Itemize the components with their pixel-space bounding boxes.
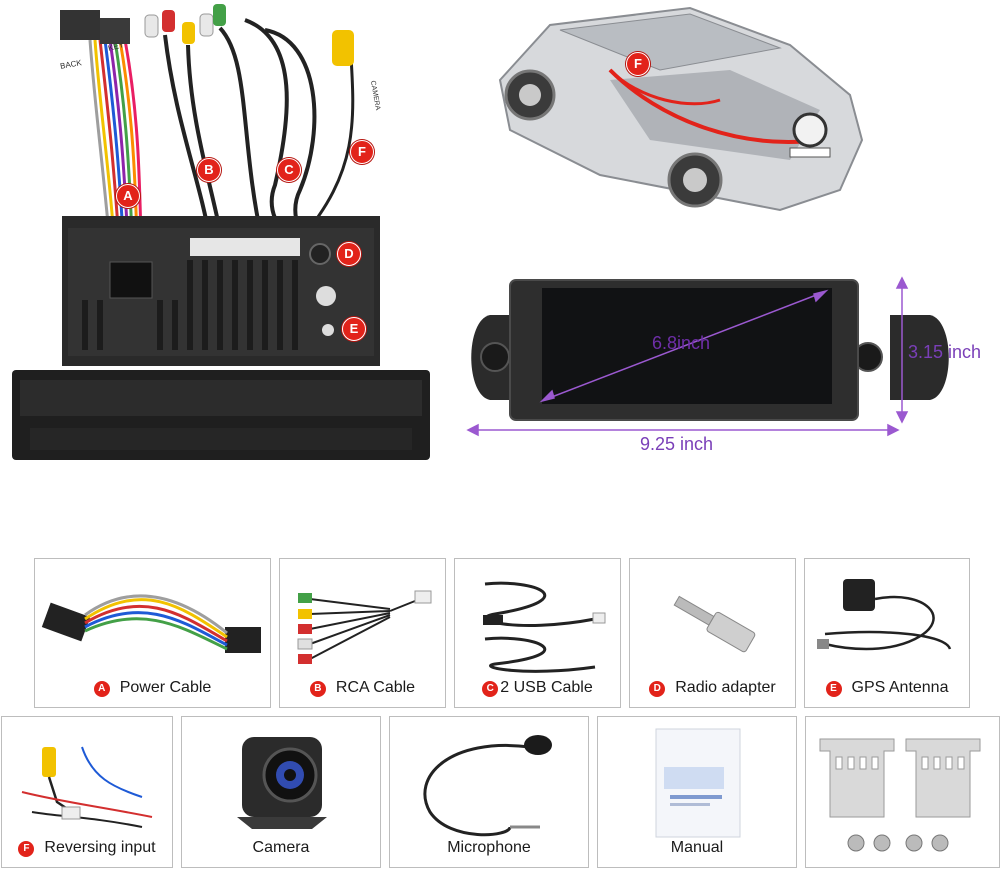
car-installation-view: F bbox=[490, 0, 870, 220]
width-dimension-label: 9.25 inch bbox=[640, 434, 714, 454]
accessory-card-microphone: Microphone bbox=[389, 716, 589, 868]
caption-camera: Camera bbox=[252, 839, 310, 856]
marker-a: A bbox=[116, 184, 140, 208]
usb-cable-icon bbox=[483, 581, 606, 673]
marker-c: C bbox=[277, 158, 301, 182]
head-unit-rear-view: BACK KEY CAMERA A B C D E F bbox=[0, 0, 440, 470]
routed-camera-cable bbox=[608, 68, 821, 144]
badge-f: F bbox=[18, 841, 35, 857]
accessory-card-mounting-kit bbox=[805, 716, 1000, 868]
car-marker-f: F bbox=[626, 52, 650, 76]
caption-manual: Manual bbox=[670, 839, 724, 856]
screen-dimension-view: 6.8inch 3.15 inch 9.25 inch bbox=[460, 270, 1000, 470]
badge-d: D bbox=[649, 681, 666, 697]
caption-microphone: Microphone bbox=[447, 839, 531, 856]
badge-a: A bbox=[93, 681, 110, 697]
marker-b: B bbox=[197, 158, 221, 182]
head-unit-rear-illustration bbox=[12, 4, 430, 460]
marker-d: D bbox=[337, 242, 361, 266]
gps-antenna-icon bbox=[817, 579, 952, 651]
reversing-input-icon bbox=[21, 746, 153, 828]
camera-input-cable bbox=[298, 39, 355, 241]
badge-b: B bbox=[309, 681, 326, 697]
gps-socket bbox=[316, 286, 336, 306]
car-cutaway-illustration bbox=[498, 6, 864, 212]
radio-adapter-icon bbox=[673, 595, 756, 653]
screen-illustration bbox=[466, 276, 949, 437]
heatsink-fins bbox=[82, 260, 298, 350]
accessory-card-manual: Manual bbox=[597, 716, 797, 868]
marker-f: F bbox=[350, 140, 374, 164]
iso-connector-left bbox=[60, 10, 100, 40]
camera-icon bbox=[237, 737, 327, 829]
connector-block bbox=[190, 238, 300, 256]
badge-e: E bbox=[825, 681, 842, 697]
yellow-rca-plug bbox=[332, 30, 354, 66]
power-harness-wires bbox=[88, 39, 144, 291]
microphone-icon bbox=[423, 735, 552, 837]
dimension-arrows bbox=[466, 276, 909, 437]
black-cables bbox=[163, 18, 317, 242]
height-dimension-label: 3.15 inch bbox=[908, 342, 982, 362]
rear-camera-spot bbox=[792, 112, 828, 148]
power-cable-icon bbox=[41, 594, 261, 653]
rca-cable-icon bbox=[297, 590, 432, 664]
accessory-card-camera: Camera bbox=[181, 716, 381, 868]
mounting-bracket-icon bbox=[819, 738, 981, 852]
rca-plugs bbox=[144, 4, 226, 44]
marker-e: E bbox=[342, 317, 366, 341]
iso-connector-right bbox=[100, 18, 130, 44]
badge-c: C bbox=[482, 681, 499, 697]
diagonal-dimension-label: 6.8inch bbox=[652, 333, 711, 353]
antenna-socket bbox=[309, 243, 331, 265]
manual-icon bbox=[655, 728, 741, 838]
